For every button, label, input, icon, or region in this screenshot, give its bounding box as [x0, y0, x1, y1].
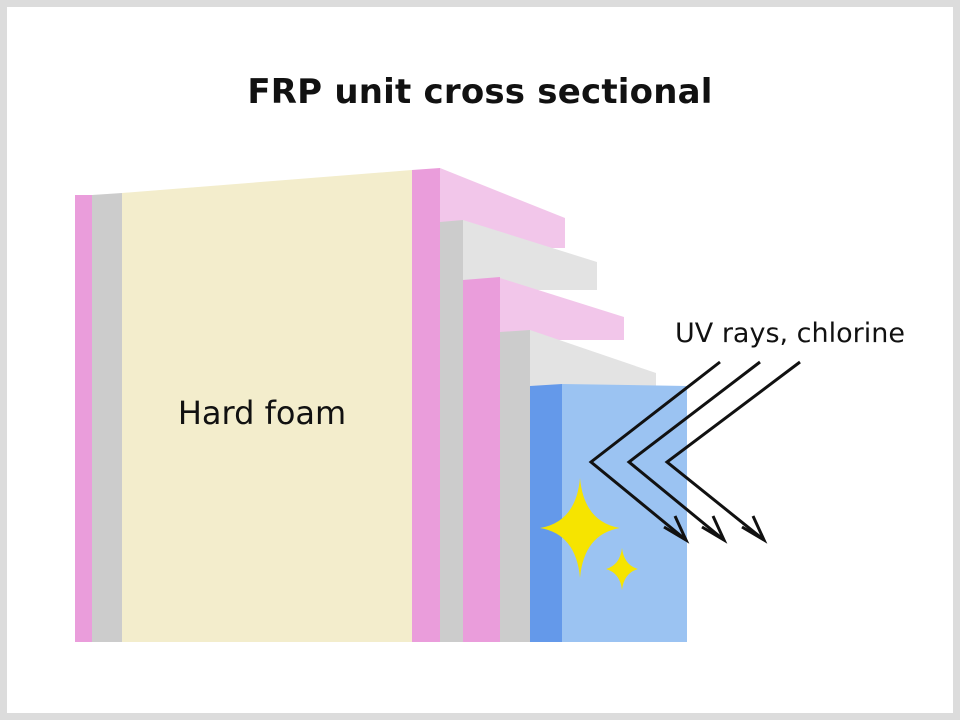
left-frp-layer	[75, 195, 92, 642]
arrow-icon	[701, 515, 728, 544]
inner-gelcoat-layer-top	[530, 330, 656, 395]
arrow-icon	[741, 515, 768, 544]
arrow-icon	[588, 360, 721, 542]
hard-foam-label: Hard foam	[178, 394, 346, 432]
arrow-icon	[664, 360, 801, 542]
left-gelcoat-layer	[92, 193, 122, 642]
sparkle-icon	[540, 478, 620, 578]
outer-frp-layer	[412, 168, 440, 642]
inner-frp-layer	[463, 277, 500, 642]
uv-chlorine-label: UV rays, chlorine	[675, 318, 905, 349]
sparkle-icon	[606, 548, 638, 590]
arrow-icon	[663, 515, 690, 544]
inner-frp-layer-top	[500, 278, 624, 340]
protective-coat-layer	[562, 384, 687, 642]
diagram-title: FRP unit cross sectional	[247, 72, 713, 112]
outer-gelcoat-layer-top	[463, 220, 597, 290]
hard-foam-core	[122, 170, 412, 642]
protective-coat-edge	[530, 384, 562, 642]
outer-gelcoat-layer	[440, 220, 463, 642]
uv-chlorine-arrows	[588, 360, 801, 544]
inner-gelcoat-layer	[500, 330, 530, 642]
arrow-icon	[626, 360, 761, 542]
